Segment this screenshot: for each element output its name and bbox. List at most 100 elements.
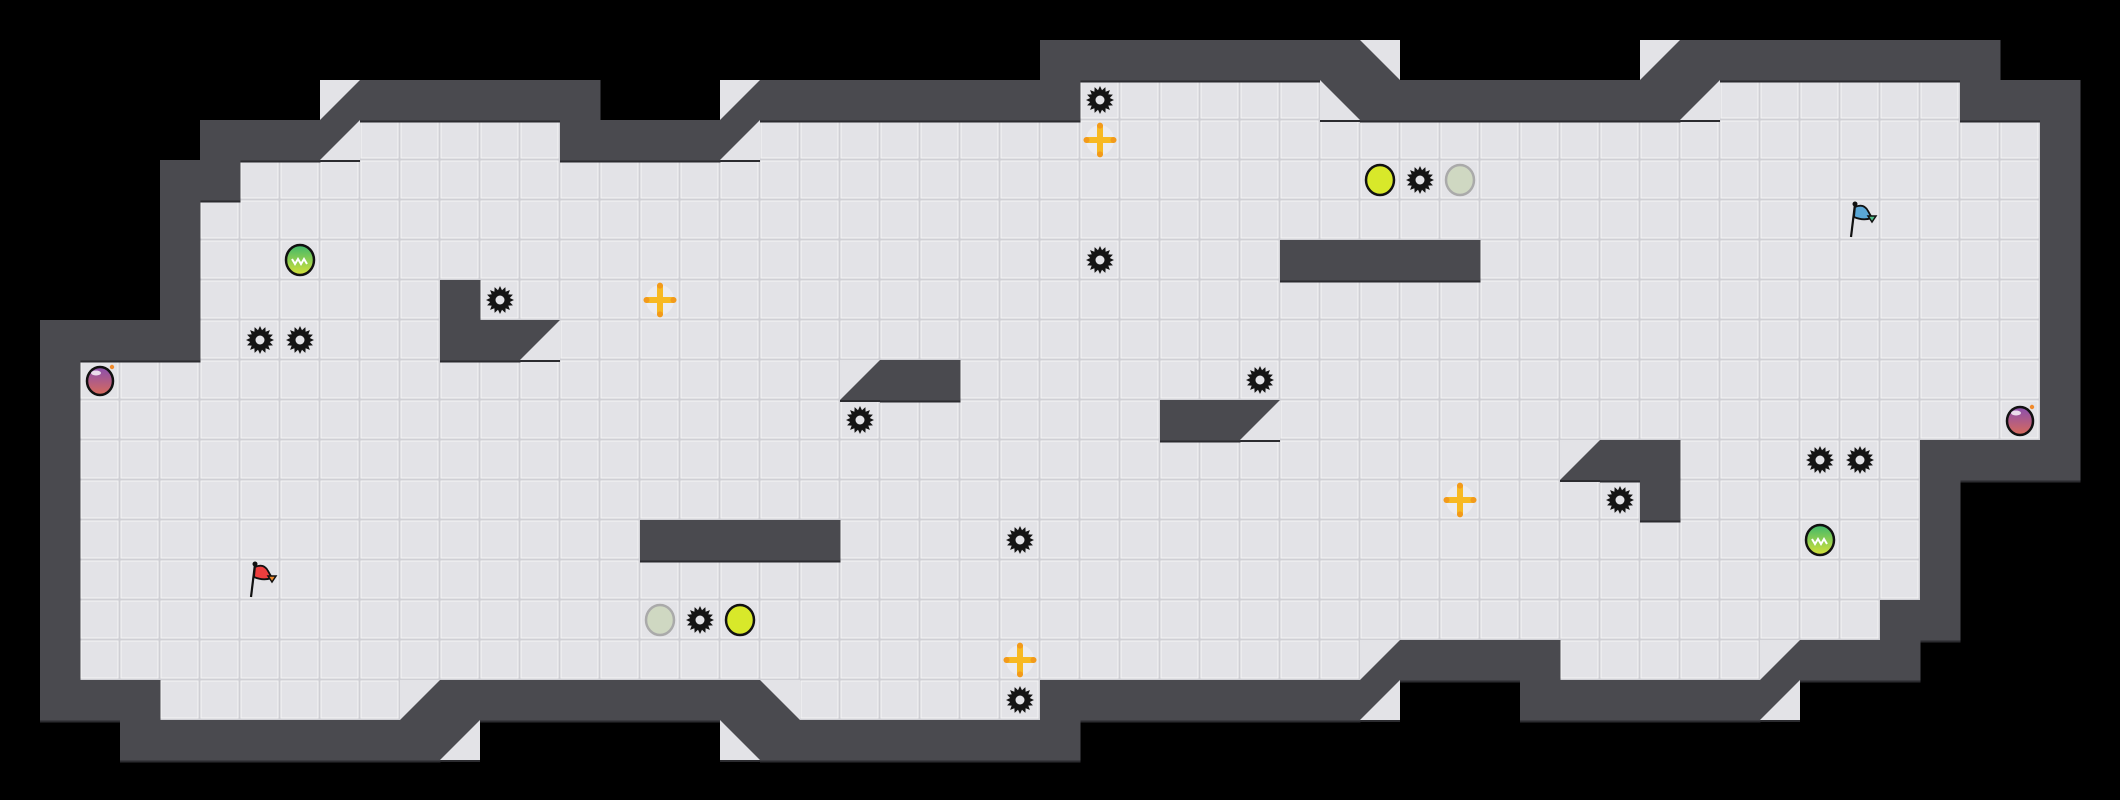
spiked-gear-hazard-icon bbox=[1006, 526, 1034, 554]
floor-tile bbox=[1000, 160, 1040, 200]
floor-tile bbox=[120, 360, 160, 400]
floor-tile bbox=[200, 200, 240, 240]
floor-tile bbox=[640, 160, 680, 200]
floor-tile bbox=[1200, 480, 1240, 520]
floor-tile bbox=[680, 360, 720, 400]
wall-tile bbox=[200, 720, 241, 761]
wall-tile bbox=[2040, 240, 2081, 281]
floor-tile bbox=[360, 320, 400, 360]
floor-tile bbox=[1520, 280, 1560, 320]
floor-tile bbox=[1400, 360, 1440, 400]
floor-tile bbox=[1800, 280, 1840, 320]
wall-tile bbox=[1680, 40, 1721, 81]
floor-tile bbox=[400, 280, 440, 320]
wall-tile bbox=[480, 680, 521, 721]
wall-tile bbox=[680, 120, 721, 161]
floor-tile bbox=[840, 120, 880, 160]
wall-tile bbox=[1280, 680, 1321, 721]
floor-tile bbox=[800, 160, 840, 200]
floor-tile bbox=[200, 680, 240, 720]
wall-tile bbox=[1000, 720, 1041, 761]
floor-tile bbox=[560, 600, 600, 640]
wall-tile bbox=[1920, 40, 1961, 81]
wall-tile bbox=[2040, 160, 2081, 201]
floor-tile bbox=[1800, 360, 1840, 400]
floor-tile bbox=[1800, 240, 1840, 280]
floor-tile bbox=[960, 120, 1000, 160]
floor-tile bbox=[920, 320, 960, 360]
floor-tile bbox=[520, 400, 560, 440]
floor-tile bbox=[440, 560, 480, 600]
floor-tile bbox=[560, 160, 600, 200]
floor-tile bbox=[1520, 600, 1560, 640]
floor-tile bbox=[520, 280, 560, 320]
floor-tile bbox=[1480, 600, 1520, 640]
floor-tile bbox=[320, 440, 360, 480]
floor-tile bbox=[760, 120, 800, 160]
floor-tile bbox=[1600, 160, 1640, 200]
wall-tile bbox=[1920, 480, 1961, 521]
floor-tile bbox=[880, 440, 920, 480]
floor-tile bbox=[960, 320, 1000, 360]
floor-tile bbox=[640, 200, 680, 240]
floor-tile bbox=[1280, 320, 1320, 360]
wall-tile bbox=[1520, 80, 1561, 121]
floor-tile bbox=[840, 200, 880, 240]
floor-tile bbox=[1960, 240, 2000, 280]
floor-tile bbox=[1640, 600, 1680, 640]
floor-tile bbox=[1760, 280, 1800, 320]
floor-tile bbox=[1200, 640, 1240, 680]
floor-tile bbox=[160, 400, 200, 440]
floor-tile bbox=[400, 360, 440, 400]
floor-tile bbox=[960, 360, 1000, 400]
floor-tile bbox=[1000, 400, 1040, 440]
slope-tile bbox=[1640, 40, 1680, 80]
wall-tile bbox=[800, 720, 841, 761]
floor-tile bbox=[1720, 320, 1760, 360]
wall-tile bbox=[760, 720, 801, 761]
floor-tile bbox=[1840, 120, 1880, 160]
wall-tile bbox=[400, 80, 441, 121]
floor-tile bbox=[120, 600, 160, 640]
yellow-arrow-cross-powerup-icon bbox=[1443, 482, 1477, 518]
floor-tile bbox=[1240, 200, 1280, 240]
floor-tile bbox=[320, 520, 360, 560]
wall-tile bbox=[2040, 120, 2081, 161]
wall-tile bbox=[160, 320, 201, 361]
floor-tile bbox=[1680, 440, 1720, 480]
wall-tile bbox=[800, 80, 841, 121]
floor-tile bbox=[960, 600, 1000, 640]
floor-tile bbox=[1040, 480, 1080, 520]
floor-tile bbox=[360, 680, 400, 720]
floor-tile bbox=[1040, 280, 1080, 320]
floor-tile bbox=[1320, 480, 1360, 520]
floor-tile bbox=[1320, 120, 1360, 160]
floor-tile bbox=[1640, 520, 1680, 560]
floor-tile bbox=[840, 480, 880, 520]
spiked-gear-hazard-icon bbox=[1006, 686, 1034, 714]
floor-tile bbox=[280, 160, 320, 200]
floor-tile bbox=[1400, 480, 1440, 520]
floor-tile bbox=[640, 480, 680, 520]
floor-tile bbox=[1240, 520, 1280, 560]
wall-tile bbox=[600, 120, 641, 161]
floor-tile bbox=[1440, 400, 1480, 440]
floor-tile bbox=[240, 400, 280, 440]
floor-tile bbox=[160, 600, 200, 640]
wall-tile bbox=[720, 680, 761, 721]
floor-tile bbox=[320, 640, 360, 680]
floor-tile bbox=[160, 360, 200, 400]
floor-tile bbox=[600, 520, 640, 560]
floor-tile bbox=[240, 200, 280, 240]
floor-tile bbox=[1200, 440, 1240, 480]
floor-tile bbox=[1440, 560, 1480, 600]
floor-tile bbox=[1720, 400, 1760, 440]
slope-tile bbox=[840, 360, 880, 400]
floor-tile bbox=[1600, 280, 1640, 320]
floor-tile bbox=[1440, 360, 1480, 400]
wall-tile bbox=[160, 720, 201, 761]
floor-tile bbox=[640, 560, 680, 600]
floor-tile bbox=[1640, 640, 1680, 680]
wall-tile bbox=[120, 680, 161, 721]
wall-tile bbox=[80, 680, 121, 721]
